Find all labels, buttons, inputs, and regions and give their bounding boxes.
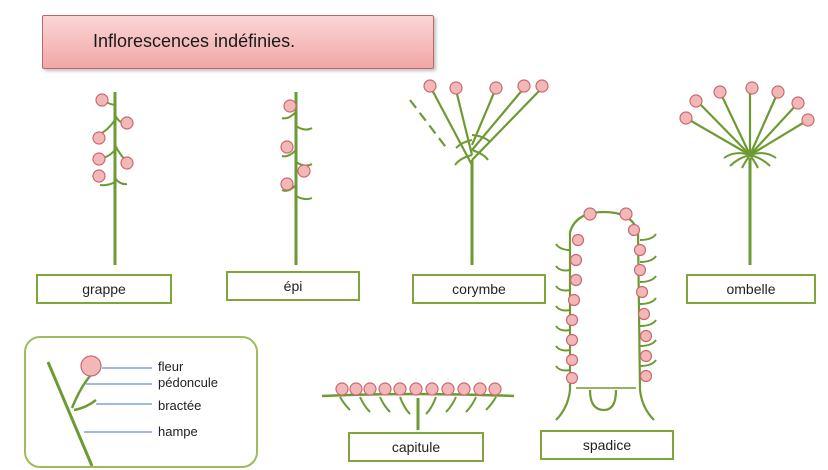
legend-hampe: hampe (158, 424, 198, 439)
label-spadice-text: spadice (583, 437, 631, 453)
label-corymbe: corymbe (412, 274, 546, 304)
capitule-flowers (336, 383, 501, 395)
grappe-drawing (93, 92, 133, 265)
legend-pedoncule: pédoncule (158, 375, 218, 390)
label-epi-text: épi (284, 278, 303, 294)
spadice-drawing (556, 208, 656, 420)
label-spadice: spadice (540, 430, 674, 460)
label-capitule: capitule (348, 432, 484, 462)
label-ombelle: ombelle (686, 274, 816, 304)
label-capitule-text: capitule (392, 439, 440, 455)
corymbe-drawing (410, 80, 548, 265)
legend-box (24, 336, 258, 468)
epi-drawing (281, 92, 312, 265)
label-grappe-text: grappe (82, 281, 126, 297)
label-ombelle-text: ombelle (726, 281, 775, 297)
capitule-drawing (322, 383, 514, 430)
label-epi: épi (226, 271, 360, 301)
label-corymbe-text: corymbe (452, 281, 506, 297)
ombelle-drawing (680, 82, 814, 265)
legend-fleur: fleur (158, 359, 183, 374)
legend-bractee: bractée (158, 398, 201, 413)
label-grappe: grappe (36, 274, 172, 304)
